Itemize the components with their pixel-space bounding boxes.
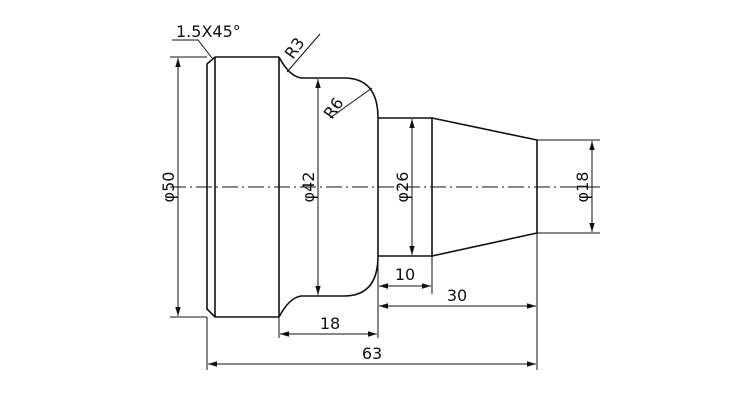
dia-42-label: φ42 <box>299 172 318 203</box>
dia-18-label: φ18 <box>573 172 592 203</box>
r3-label: R3 <box>281 34 309 62</box>
chamfer-note-label: 1.5X45° <box>176 22 241 41</box>
dia-26-label: φ26 <box>393 172 412 203</box>
dimension-len-63: 63 <box>206 317 536 370</box>
len-63-label: 63 <box>362 344 382 363</box>
dimension-dia-50: φ50 <box>159 56 207 318</box>
dimension-len-30: 30 <box>377 233 538 370</box>
r3-undercut-bottom <box>278 295 302 318</box>
dia-50-label: φ50 <box>159 172 178 203</box>
r3-undercut-top <box>278 56 302 79</box>
dimension-dia-42: φ42 <box>299 79 321 295</box>
r3-callout: R3 <box>281 33 321 73</box>
chamfer-callout: 1.5X45° <box>172 22 241 59</box>
dimension-len-10: 10 <box>379 256 433 294</box>
dimension-dia-18: φ18 <box>537 139 600 234</box>
dimension-len-18: 18 <box>278 314 377 338</box>
len-30-label: 30 <box>447 286 467 305</box>
len-10-label: 10 <box>395 265 415 284</box>
part-outline <box>206 56 538 318</box>
len-18-label: 18 <box>320 314 340 333</box>
flange-outline <box>206 56 279 318</box>
dimension-dia-26: φ26 <box>393 119 415 255</box>
r6-callout: R6 <box>320 87 373 122</box>
